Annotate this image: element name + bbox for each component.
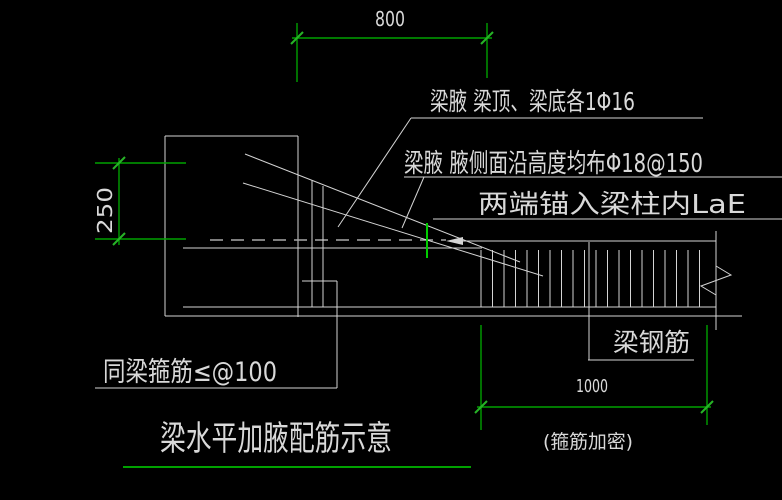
dim800-tick-left <box>290 31 304 45</box>
dim1000-text: 1000 <box>576 376 608 397</box>
dim800-text: 800 <box>375 7 405 31</box>
dim800-tick-right <box>480 31 494 45</box>
dim250-tick-bottom <box>112 232 126 246</box>
stirrups-dense <box>480 250 700 307</box>
label-haunch-main-bars: 梁腋 梁顶、梁底各1Φ16 <box>430 87 635 116</box>
label2-leader <box>401 176 425 229</box>
break-zigzag-symbol <box>699 265 733 296</box>
dim1000-tick-right <box>700 400 714 414</box>
label1-leader <box>337 117 412 228</box>
drawing-title: 梁水平加腋配筋示意 <box>160 419 392 459</box>
label-haunch-side-bars: 梁腋 腋侧面沿高度均布Φ18@150 <box>404 149 703 179</box>
label-anchorage: 两端锚入梁柱内LaE <box>478 190 746 220</box>
haunch-edge-diagonal-upper <box>244 153 521 263</box>
label-stirrup-densify: (箍筋加密) <box>543 431 633 453</box>
rebar-anchorage-arrowhead <box>446 237 463 245</box>
label-haunch-stirrups: 同梁箍筋≤@100 <box>103 357 277 388</box>
label-beam-rebar: 梁钢筋 <box>613 328 690 357</box>
dim250-text: 250 <box>93 187 117 234</box>
dim250-tick-top <box>112 156 126 170</box>
dim1000-tick-left <box>474 400 488 414</box>
